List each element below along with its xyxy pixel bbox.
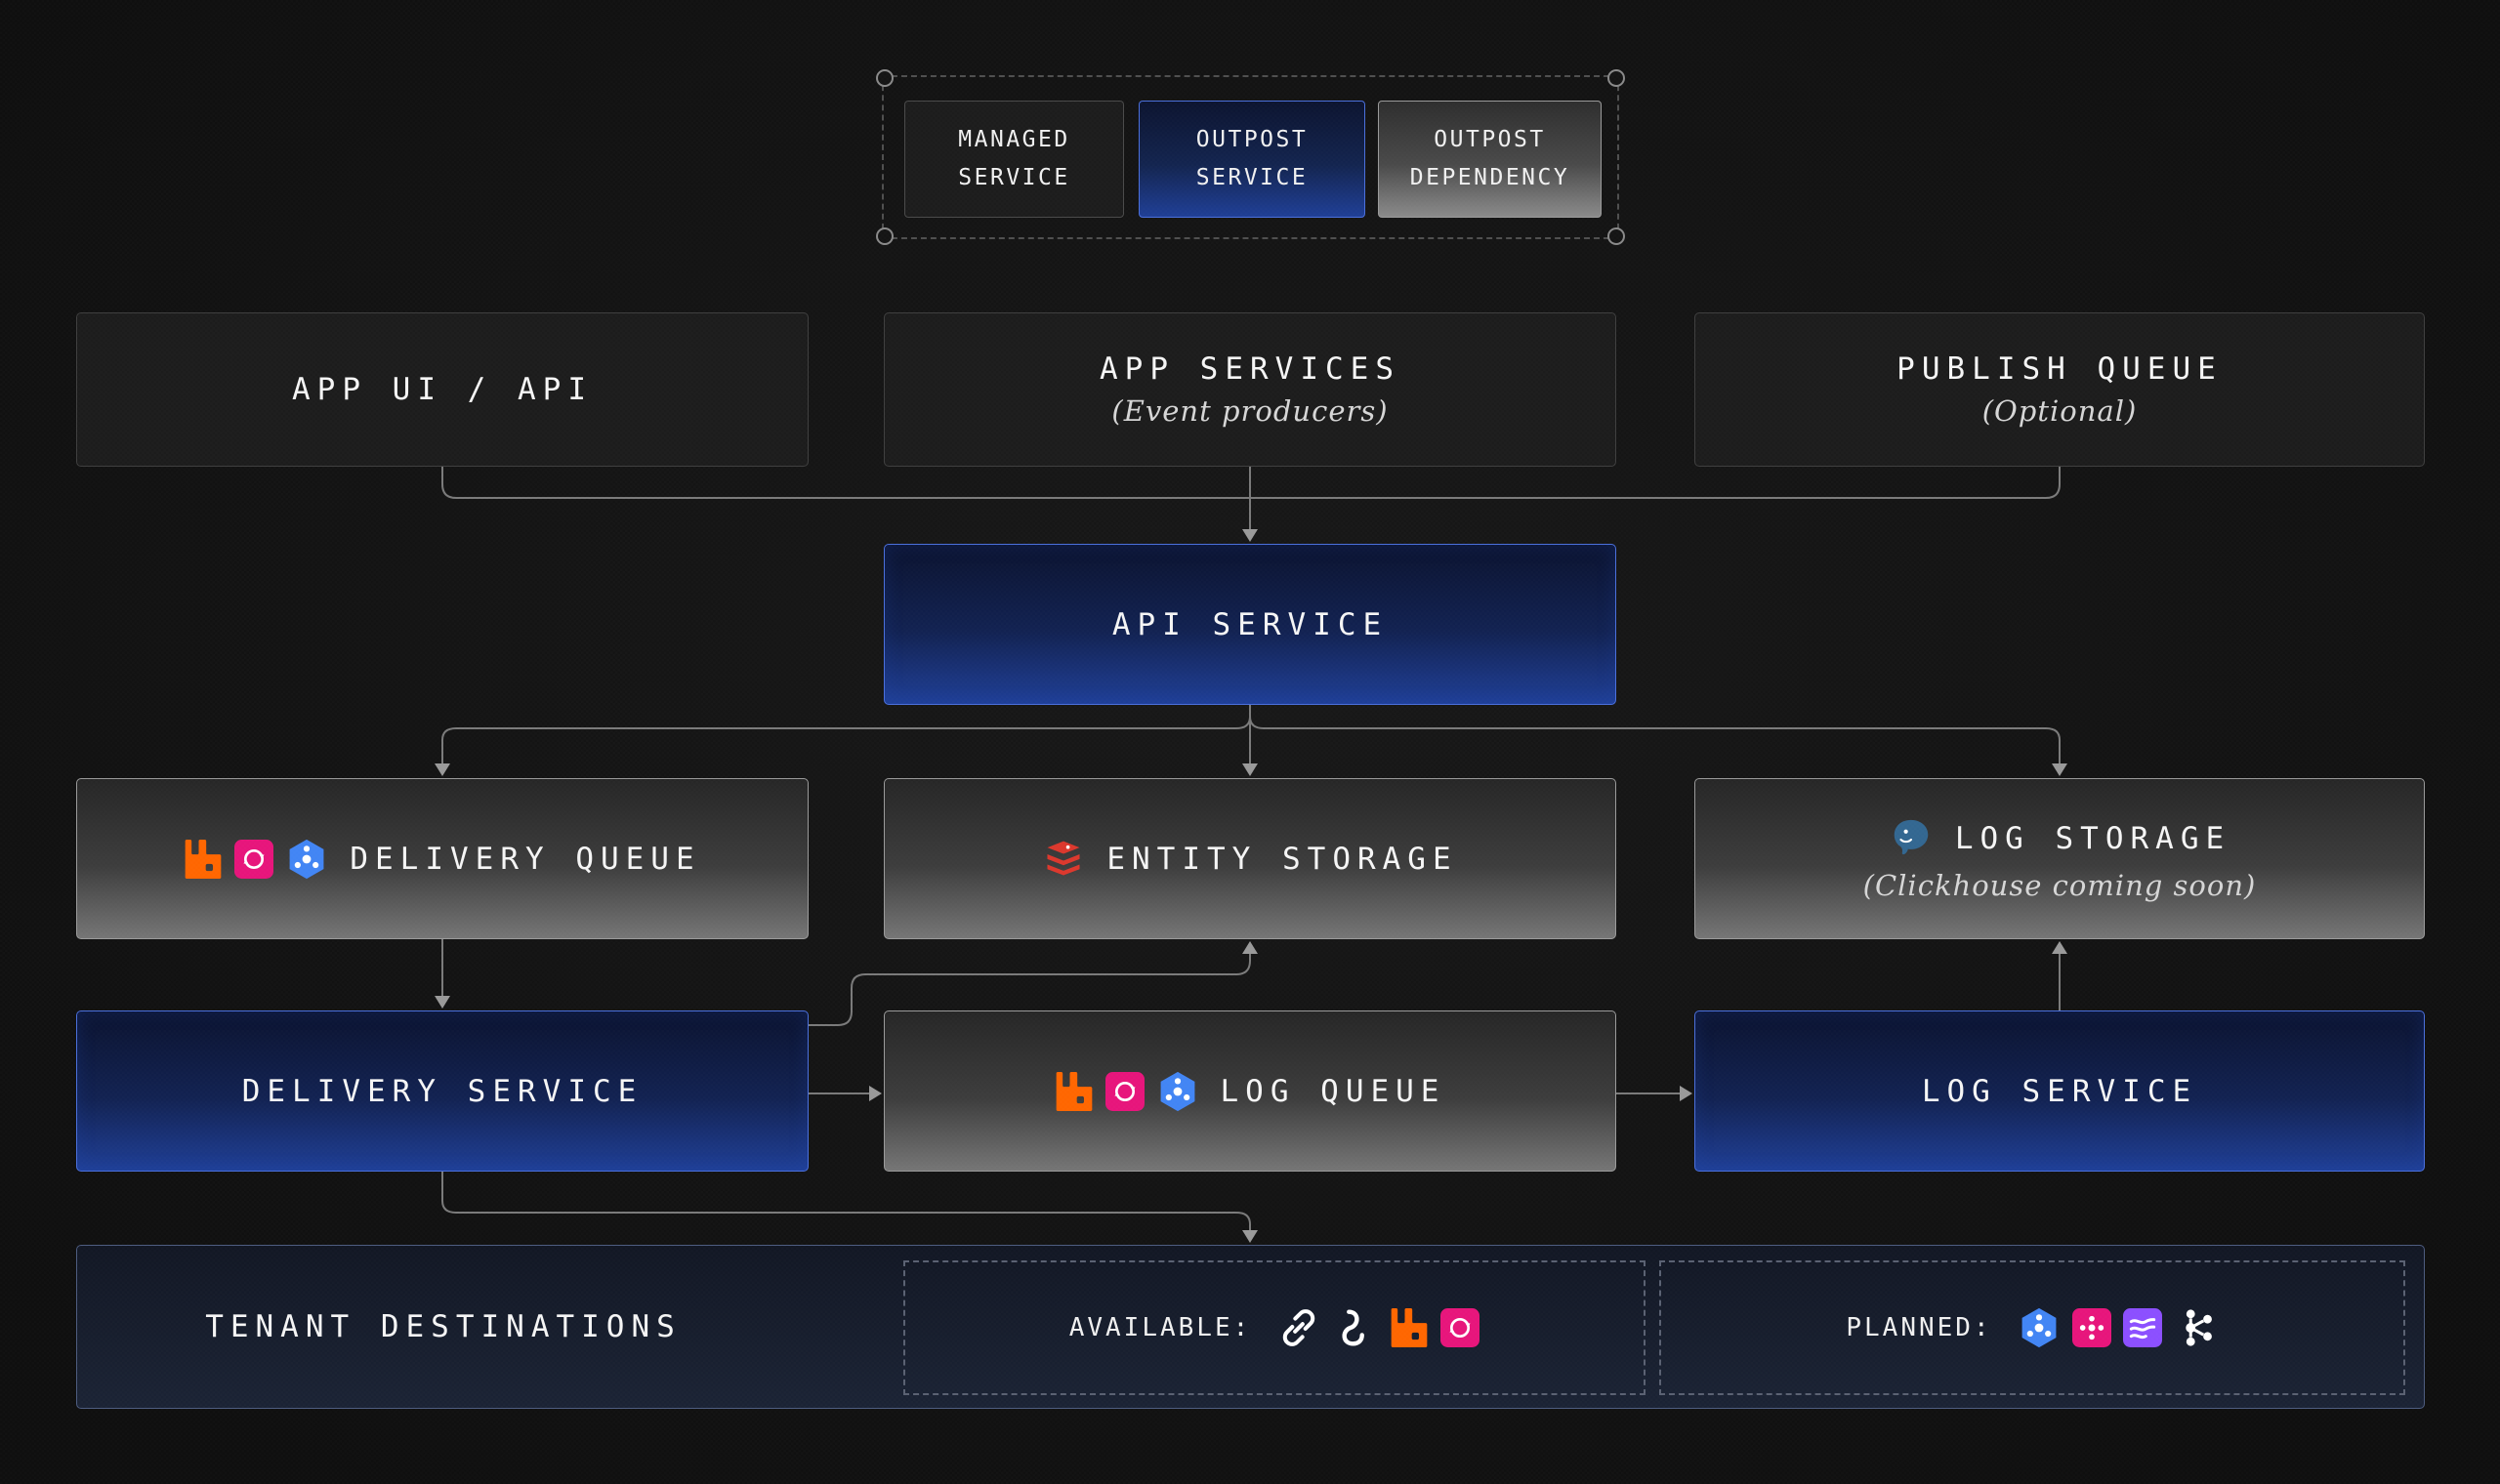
kafka-icon [2174, 1305, 2219, 1350]
edge-publishqueue-to-api [1250, 467, 2061, 499]
node-title: APP SERVICES [1100, 351, 1400, 387]
webhook-icon [1276, 1305, 1321, 1350]
redis-icon [1042, 838, 1085, 881]
pubsub-icon [1156, 1070, 1199, 1113]
legend-corner-dot [876, 227, 894, 245]
node-publish-queue: PUBLISH QUEUE (Optional) [1694, 312, 2425, 467]
node-subtitle: (Event producers) [1111, 394, 1389, 428]
node-entity-storage: ENTITY STORAGE [884, 778, 1616, 939]
legend-corner-dot [1607, 69, 1625, 87]
edge-appui-to-api [441, 467, 1250, 499]
node-tenant-destinations: TENANT DESTINATIONS AVAILABLE: PLANNED: [76, 1245, 2425, 1409]
planned-destinations-group: PLANNED: [1659, 1260, 2405, 1395]
legend-item-outpost-service: OUTPOST SERVICE [1139, 101, 1365, 218]
legend-label: OUTPOST SERVICE [1195, 126, 1309, 190]
node-subtitle: (Optional) [1981, 394, 2138, 428]
sqs-icon [1105, 1072, 1145, 1111]
node-title: TENANT DESTINATIONS [205, 1309, 682, 1344]
pubsub-icon [285, 838, 328, 881]
legend-label: MANAGED SERVICE [958, 126, 1070, 190]
edge-api-to-logstorage [1249, 705, 2061, 766]
sqs-icon [234, 840, 273, 879]
legend-corner-dot [876, 69, 894, 87]
rabbitmq-icon [184, 840, 223, 879]
planned-label: PLANNED: [1846, 1313, 1992, 1342]
hookdeck-icon [1333, 1305, 1378, 1350]
node-log-queue: LOG QUEUE [884, 1010, 1616, 1172]
kinesis-icon [2123, 1308, 2162, 1347]
legend-item-outpost-dependency: OUTPOST DEPENDENCY [1378, 101, 1602, 218]
rabbitmq-icon [1390, 1308, 1429, 1347]
legend-label: OUTPOST DEPENDENCY [1409, 126, 1570, 190]
queue-broker-icons [184, 838, 328, 881]
node-delivery-queue: DELIVERY QUEUE [76, 778, 809, 939]
node-title: PUBLISH QUEUE [1896, 351, 2223, 387]
node-title: ENTITY STORAGE [1106, 841, 1458, 877]
node-title: LOG SERVICE [1921, 1073, 2198, 1109]
legend-item-managed-service: MANAGED SERVICE [904, 101, 1124, 218]
node-delivery-service: DELIVERY SERVICE [76, 1010, 809, 1172]
node-log-storage: LOG STORAGE (Clickhouse coming soon) [1694, 778, 2425, 939]
postgresql-icon [1889, 816, 1934, 861]
edge-deliveryservice-to-tenants [441, 1172, 1251, 1233]
node-app-ui-api: APP UI / API [76, 312, 809, 467]
node-title: APP UI / API [292, 372, 593, 407]
node-api-service: API SERVICE [884, 544, 1616, 705]
sqs-icon [1440, 1308, 1479, 1347]
node-title: API SERVICE [1111, 606, 1389, 642]
node-log-service: LOG SERVICE [1694, 1010, 2425, 1172]
available-destination-icons [1276, 1305, 1479, 1350]
edge-deliveryservice-to-entitystorage [809, 951, 1251, 1026]
node-title: LOG STORAGE [1954, 820, 2231, 856]
eventbridge-icon [2072, 1308, 2111, 1347]
rabbitmq-icon [1055, 1072, 1094, 1111]
node-title: LOG QUEUE [1220, 1073, 1446, 1109]
node-title: DELIVERY SERVICE [241, 1073, 644, 1109]
legend: MANAGED SERVICE OUTPOST SERVICE OUTPOST … [876, 69, 1625, 245]
available-label: AVAILABLE: [1068, 1313, 1252, 1342]
legend-corner-dot [1607, 227, 1625, 245]
node-title: DELIVERY QUEUE [350, 841, 701, 877]
planned-destination-icons [2018, 1305, 2219, 1350]
node-app-services: APP SERVICES (Event producers) [884, 312, 1616, 467]
edge-api-to-deliveryqueue [441, 705, 1251, 766]
available-destinations-group: AVAILABLE: [903, 1260, 1646, 1395]
node-subtitle: (Clickhouse coming soon) [1862, 868, 2257, 902]
queue-broker-icons [1055, 1070, 1199, 1113]
pubsub-icon [2018, 1306, 2061, 1349]
